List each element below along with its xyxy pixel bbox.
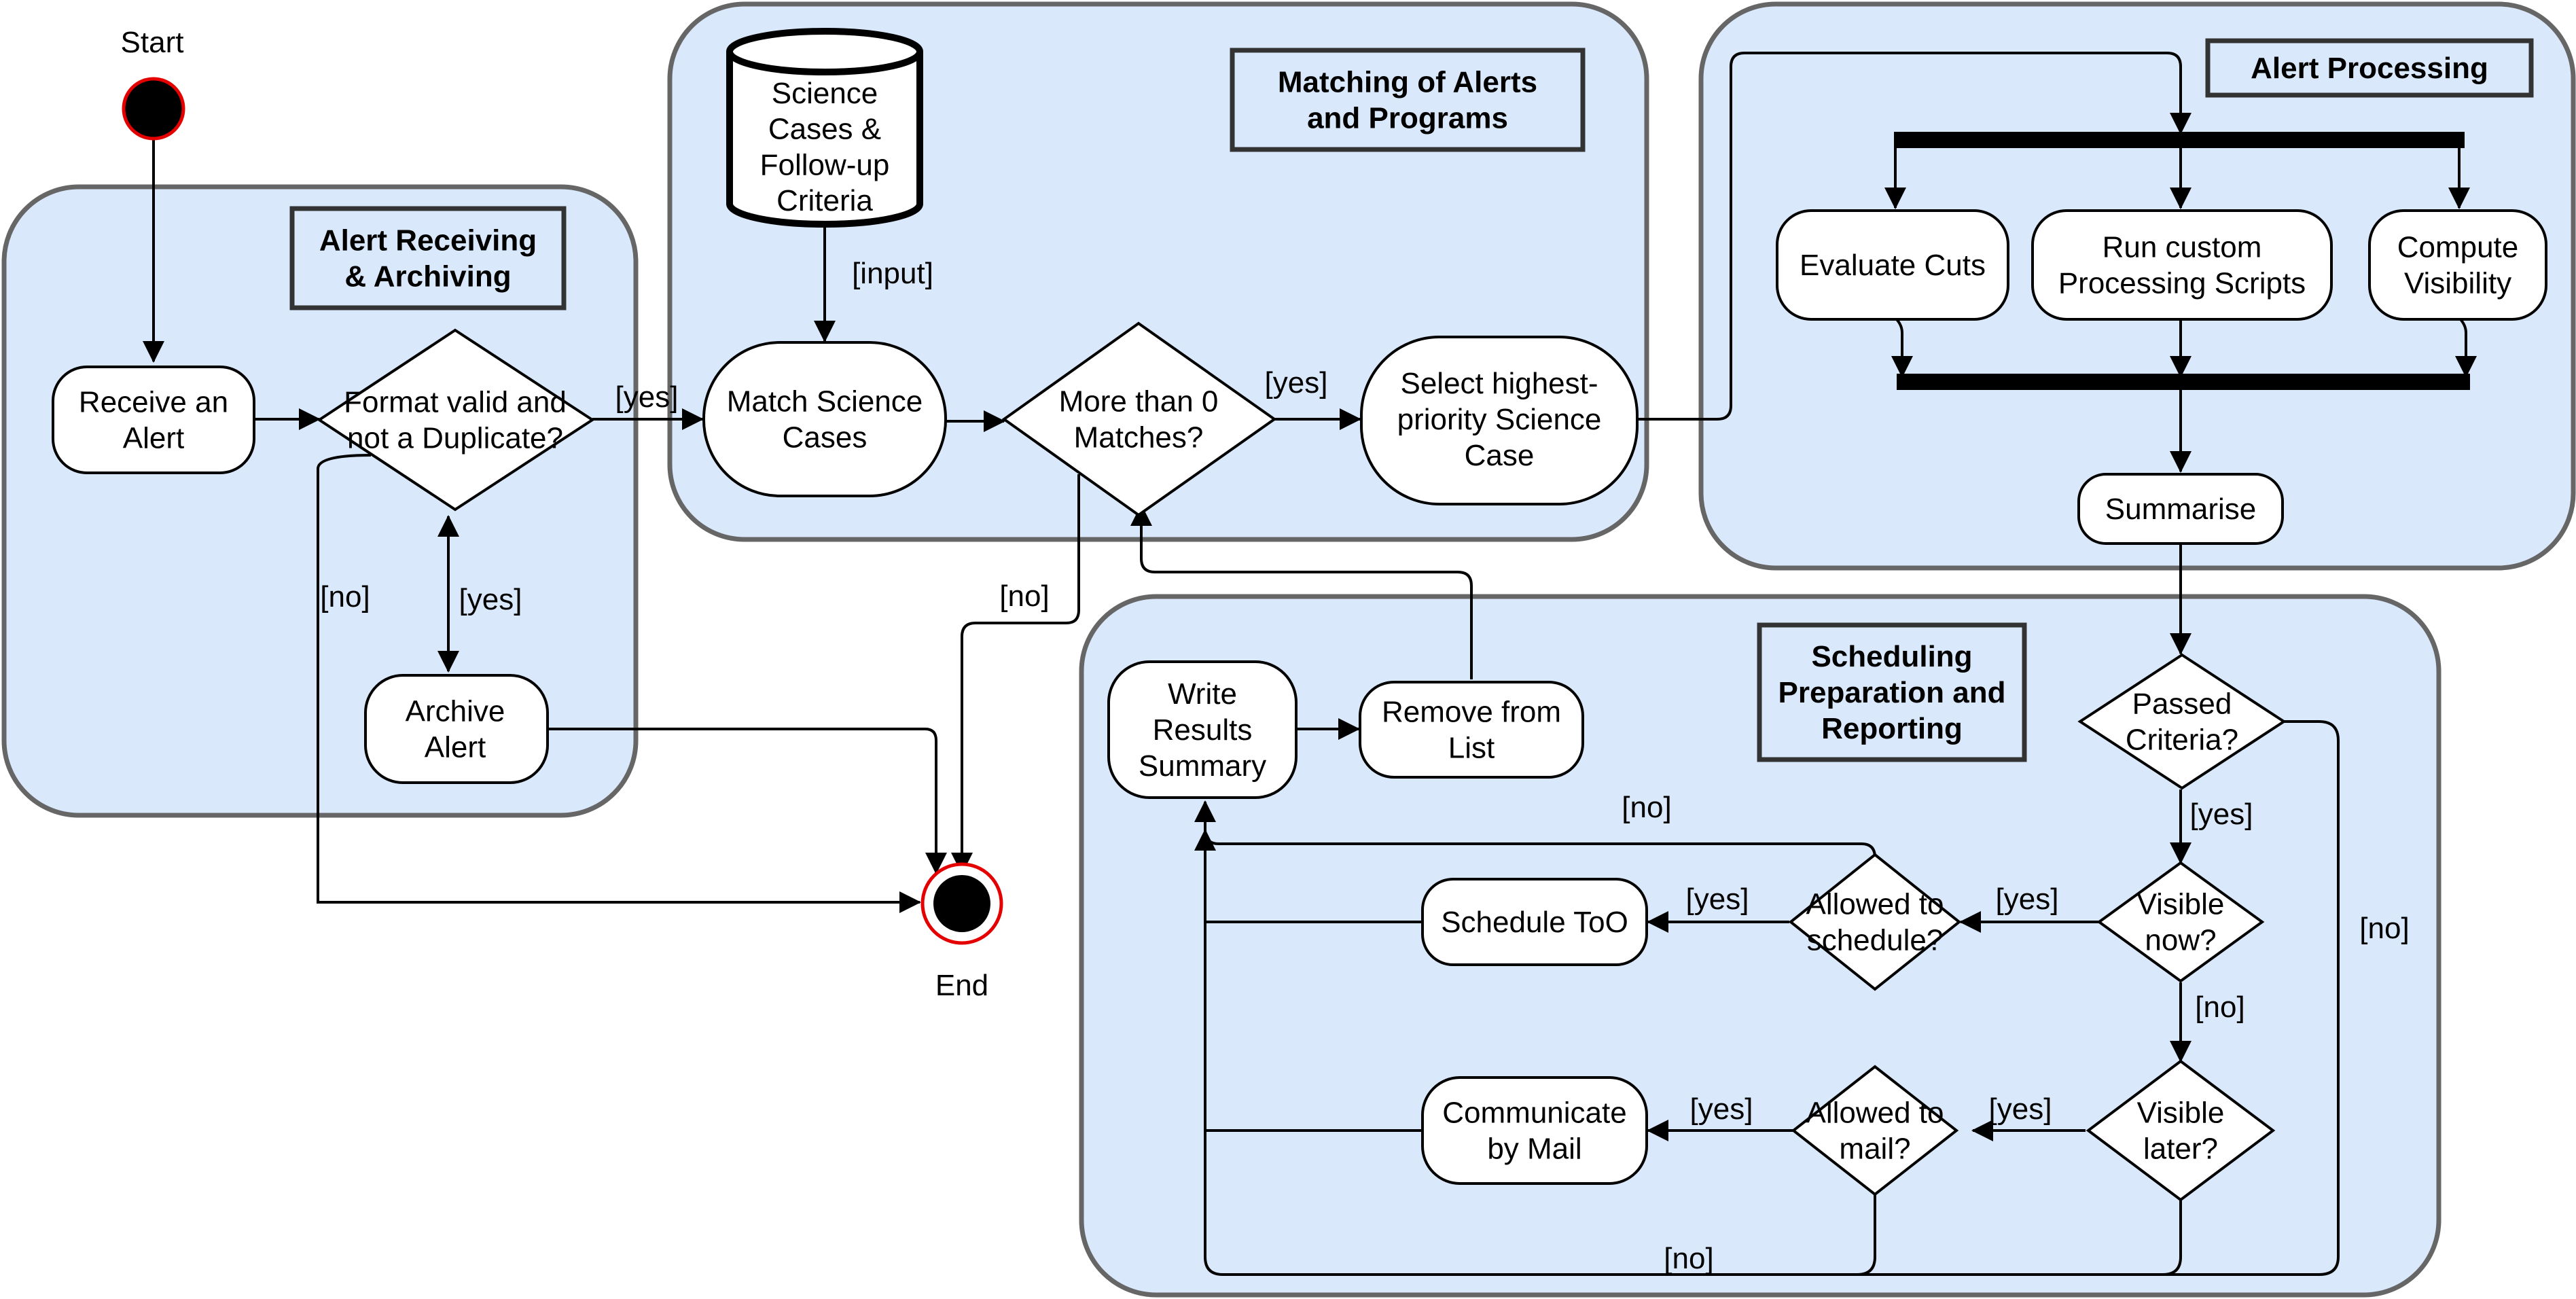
edge-label-mail-no: [no] xyxy=(1664,1242,1713,1275)
archive-alert-node xyxy=(364,674,549,784)
edge-label-visible-later-yes: [yes] xyxy=(1989,1092,2052,1126)
edge-select-to-processing xyxy=(1637,52,2192,421)
group-title-processing: Alert Processing xyxy=(2251,52,2488,85)
allowed-schedule-decision xyxy=(1788,853,1962,991)
run-scripts-node xyxy=(2031,209,2333,321)
start-label: Start xyxy=(121,26,184,59)
edge-mail-no-to-write xyxy=(1223,1193,1876,1276)
summarise-text: Summarise xyxy=(2105,493,2257,526)
edge-label-schedule-yes: [yes] xyxy=(1686,883,1749,916)
edge-passed-no-to-write xyxy=(1194,720,2340,1276)
edge-label-passed-no: [no] xyxy=(2359,912,2409,945)
edge-label-format-no: [no] xyxy=(320,580,370,613)
edge-format-no-to-end xyxy=(317,454,921,913)
visible-later-decision xyxy=(2086,1059,2276,1202)
edge-label-visible-now-no: [no] xyxy=(2195,991,2244,1024)
remove-from-list-node xyxy=(1359,681,1584,779)
schedule-too-node xyxy=(1421,878,1648,966)
edge-label-schedule-no: [no] xyxy=(1622,791,1671,824)
group-title-receiving: Alert Receiving& Archiving xyxy=(319,224,537,293)
evaluate-cuts-node xyxy=(1776,209,2009,321)
edge-label-matches-yes: [yes] xyxy=(1265,366,1328,399)
group-title-box-processing xyxy=(2205,38,2534,98)
schedule-too-text: Schedule ToO xyxy=(1441,906,1628,939)
edge-label-mail-yes: [yes] xyxy=(1690,1092,1753,1126)
receive-alert-node xyxy=(52,366,255,474)
group-title-box-receiving xyxy=(289,206,567,310)
start-node xyxy=(122,77,185,141)
passed-criteria-decision xyxy=(2077,653,2287,790)
group-title-box-matching xyxy=(1230,48,1586,152)
edge-label-archive-yes: [yes] xyxy=(459,583,522,616)
edge-label-input: [input] xyxy=(852,257,933,290)
science-cases-datastore-rim xyxy=(726,51,923,75)
visible-now-decision xyxy=(2096,861,2265,983)
edge-archive-to-end xyxy=(548,728,947,874)
match-science-cases-node xyxy=(702,341,947,497)
edge-label-passed-yes: [yes] xyxy=(2190,798,2253,831)
group-title-box-scheduling xyxy=(1757,622,2027,762)
summarise-node xyxy=(2077,473,2284,545)
end-node xyxy=(933,875,990,932)
more-than-0-matches-decision xyxy=(1001,321,1277,517)
communicate-mail-node xyxy=(1421,1076,1648,1185)
edge-label-format-yes: [yes] xyxy=(615,380,679,414)
end-label: End xyxy=(935,969,988,1002)
edge-visible-later-no-to-write xyxy=(1223,1200,2182,1276)
edge-label-visible-now-yes: [yes] xyxy=(1996,883,2059,916)
edge-remove-to-decision xyxy=(1130,504,1473,679)
fork-bar xyxy=(1894,132,2465,148)
evaluate-cuts-text: Evaluate Cuts xyxy=(1800,249,1986,282)
write-results-summary-node xyxy=(1107,660,1298,799)
edge-label-matches-no: [no] xyxy=(999,580,1049,613)
edge-allowed-no-to-write xyxy=(1194,829,1876,858)
compute-visibility-node xyxy=(2368,209,2547,321)
science-cases-datastore xyxy=(726,28,923,228)
select-science-case-node xyxy=(1360,336,1639,505)
allowed-mail-decision xyxy=(1791,1065,1959,1196)
join-bar xyxy=(1897,374,2470,390)
format-valid-decision xyxy=(317,328,595,512)
edge-decision-no-to-end xyxy=(951,474,1080,874)
